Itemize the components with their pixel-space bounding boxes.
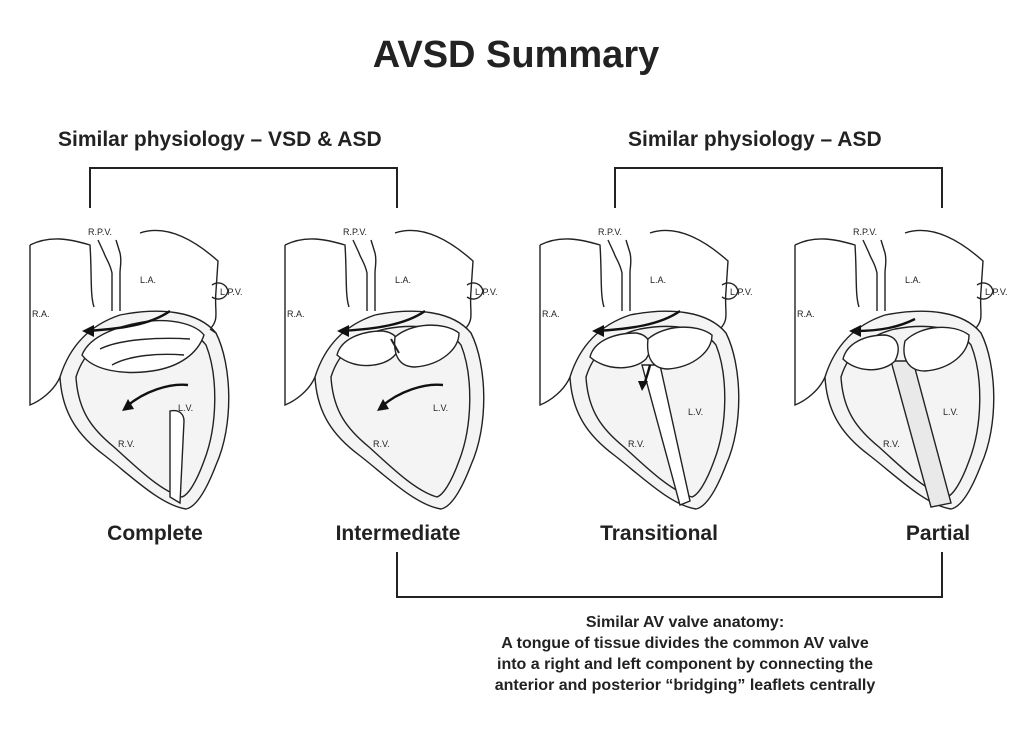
- label-ra: R.A.: [797, 309, 815, 319]
- pulmonary-vein-right: [353, 240, 376, 311]
- label-rv: R.V.: [883, 439, 900, 449]
- caption-transitional: Transitional: [559, 522, 759, 546]
- caption-complete: Complete: [55, 522, 255, 546]
- label-lv: L.V.: [433, 403, 448, 413]
- label-rpv: R.P.V.: [853, 227, 877, 237]
- label-la: L.A.: [905, 275, 921, 285]
- atrial-wall: [285, 245, 315, 405]
- label-la: L.A.: [650, 275, 666, 285]
- label-rpv: R.P.V.: [343, 227, 367, 237]
- atrial-wall: [540, 245, 570, 405]
- note-line: into a right and left component by conne…: [420, 654, 950, 675]
- note-line: anterior and posterior “bridging” leafle…: [420, 675, 950, 696]
- label-lpv: L.P.V.: [730, 287, 753, 297]
- heart-diagram-partial: R.P.V. L.A. L.P.V. R.A. L.V. R.V.: [785, 215, 1015, 515]
- label-ra: R.A.: [287, 309, 305, 319]
- label-lpv: L.P.V.: [220, 287, 243, 297]
- valve-anatomy-note: Similar AV valve anatomy: A tongue of ti…: [420, 612, 950, 696]
- caption-intermediate: Intermediate: [298, 522, 498, 546]
- heart-diagram-complete: R.P.V. L.A. L.P.V. R.A. L.V. R.V.: [20, 215, 250, 515]
- label-ra: R.A.: [542, 309, 560, 319]
- bracket-valve-anatomy: [397, 552, 942, 597]
- label-rv: R.V.: [118, 439, 135, 449]
- label-ra: R.A.: [32, 309, 50, 319]
- heart-diagram-intermediate: R.P.V. L.A. L.P.V. R.A. L.V. R.V.: [275, 215, 505, 515]
- pulmonary-vein-right: [608, 240, 631, 311]
- caption-partial: Partial: [838, 522, 1032, 546]
- pulmonary-vein-right: [863, 240, 886, 311]
- pulmonary-vein-right: [98, 240, 121, 311]
- label-rv: R.V.: [373, 439, 390, 449]
- label-rv: R.V.: [628, 439, 645, 449]
- note-line: Similar AV valve anatomy:: [420, 612, 950, 633]
- label-lv: L.V.: [178, 403, 193, 413]
- label-lv: L.V.: [688, 407, 703, 417]
- heart-diagram-transitional: R.P.V. L.A. L.P.V. R.A. L.V. R.V.: [530, 215, 760, 515]
- note-line: A tongue of tissue divides the common AV…: [420, 633, 950, 654]
- label-lpv: L.P.V.: [475, 287, 498, 297]
- atrial-wall: [795, 245, 825, 405]
- label-lpv: L.P.V.: [985, 287, 1008, 297]
- label-la: L.A.: [140, 275, 156, 285]
- label-lv: L.V.: [943, 407, 958, 417]
- label-rpv: R.P.V.: [88, 227, 112, 237]
- bracket-asd: [615, 168, 942, 208]
- label-la: L.A.: [395, 275, 411, 285]
- bracket-vsd-asd: [90, 168, 397, 208]
- label-rpv: R.P.V.: [598, 227, 622, 237]
